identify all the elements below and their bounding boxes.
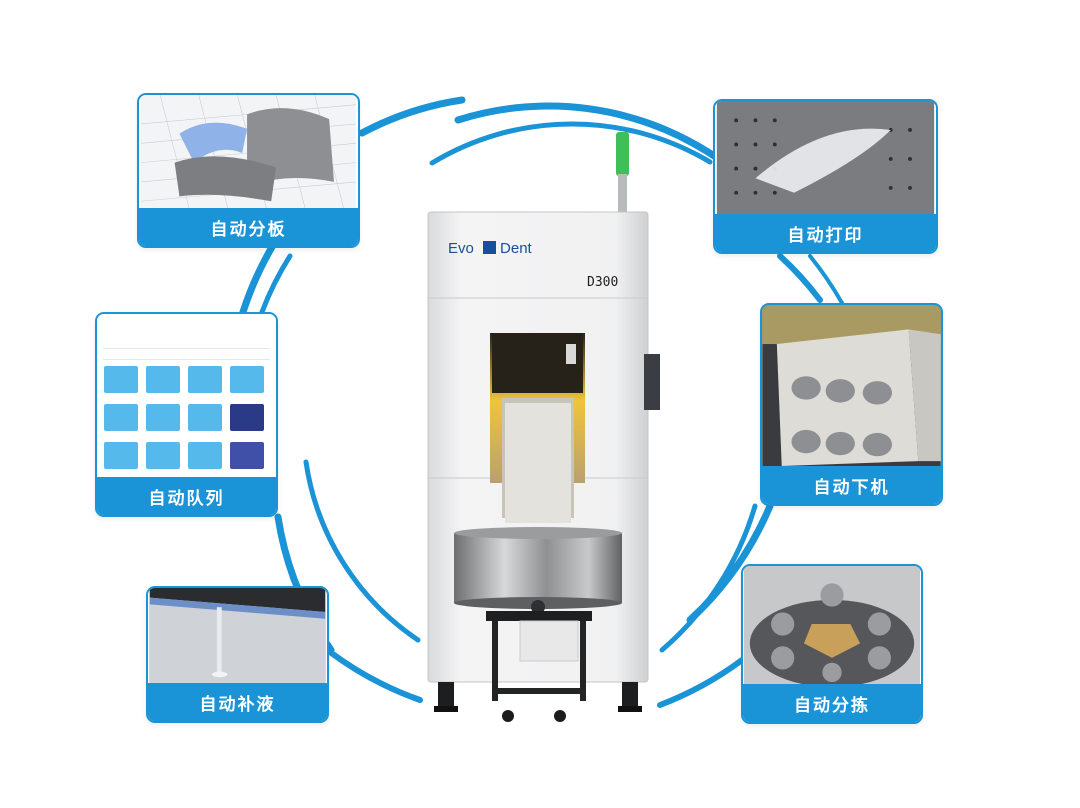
auto-plate-label: 自动分板 xyxy=(139,208,358,246)
queue-tile xyxy=(104,404,138,431)
feature-card-auto-unload: 自动下机 xyxy=(760,303,943,506)
feature-card-auto-fill: 自动补液 xyxy=(146,586,329,723)
arc-left-low2 xyxy=(303,459,421,643)
arc-bottom-left xyxy=(327,649,423,703)
brand-logo-icon xyxy=(483,241,496,254)
status-beacon xyxy=(616,132,629,176)
brand-evo: Evo xyxy=(448,240,474,257)
arc-right-mid2 xyxy=(659,503,758,653)
brand-dent: Dent xyxy=(500,240,533,257)
arc-left-mid2 xyxy=(259,253,293,315)
queue-header xyxy=(97,320,276,342)
auto-fill-label: 自动补液 xyxy=(148,683,327,721)
svg-text:Evo Dent: Evo Dent xyxy=(448,240,533,257)
printer-machine: Evo Dent D300 xyxy=(427,132,660,722)
auto-print-label: 自动打印 xyxy=(715,214,936,252)
queue-toolbar xyxy=(103,348,270,360)
queue-tile xyxy=(230,442,264,469)
arc-right-top xyxy=(777,253,823,303)
resin-drum xyxy=(454,533,622,603)
auto-sort-image xyxy=(743,566,921,684)
arc-left-mid xyxy=(239,243,276,316)
auto-sort-label: 自动分拣 xyxy=(743,684,921,722)
queue-screen xyxy=(97,314,276,477)
queue-tile xyxy=(146,366,180,393)
arc-outer xyxy=(358,96,466,137)
queue-tile xyxy=(146,442,180,469)
queue-tile xyxy=(230,366,264,393)
auto-unload-image xyxy=(762,305,941,466)
queue-tile xyxy=(104,442,138,469)
queue-tile xyxy=(104,366,138,393)
auto-fill-image xyxy=(148,588,327,683)
auto-queue-label: 自动队列 xyxy=(97,477,276,515)
auto-print-image xyxy=(715,101,936,214)
queue-grid xyxy=(104,366,272,469)
feature-card-auto-queue: 自动队列 xyxy=(95,312,278,517)
feature-card-auto-sort: 自动分拣 xyxy=(741,564,923,724)
queue-tile xyxy=(188,404,222,431)
auto-plate-image xyxy=(139,95,358,208)
feature-card-auto-print: 自动打印 xyxy=(713,99,938,254)
queue-tile xyxy=(188,366,222,393)
queue-tile xyxy=(188,442,222,469)
touchscreen xyxy=(644,354,660,410)
arc-right-upper2 xyxy=(808,254,844,305)
auto-unload-label: 自动下机 xyxy=(762,466,941,504)
arc-right-low xyxy=(657,657,745,708)
arc-inner-top xyxy=(429,121,713,166)
feature-card-auto-plate: 自动分板 xyxy=(137,93,360,248)
model-label: D300 xyxy=(587,275,618,290)
queue-tile xyxy=(230,404,264,431)
queue-tile xyxy=(146,404,180,431)
